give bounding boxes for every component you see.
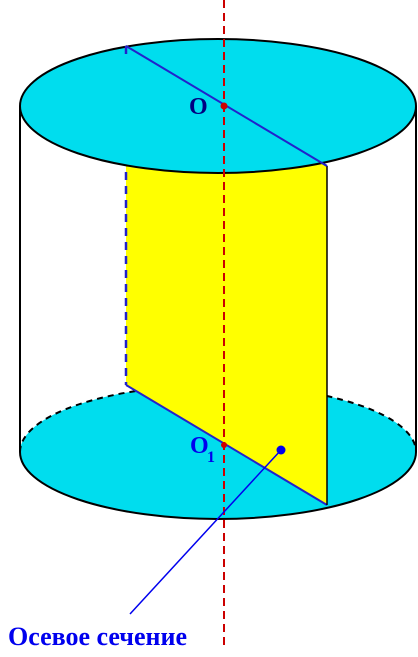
bottom-center-subscript: 1 <box>207 449 215 466</box>
top-center-label: O <box>189 94 208 120</box>
bottom-center-point <box>221 442 227 448</box>
axial-section-caption: Осевое сечение <box>8 622 187 651</box>
bottom-center-label: O <box>190 433 209 459</box>
top-base-ellipse <box>19 38 417 174</box>
top-center-point <box>220 102 228 110</box>
section-pointer-line <box>129 449 282 615</box>
